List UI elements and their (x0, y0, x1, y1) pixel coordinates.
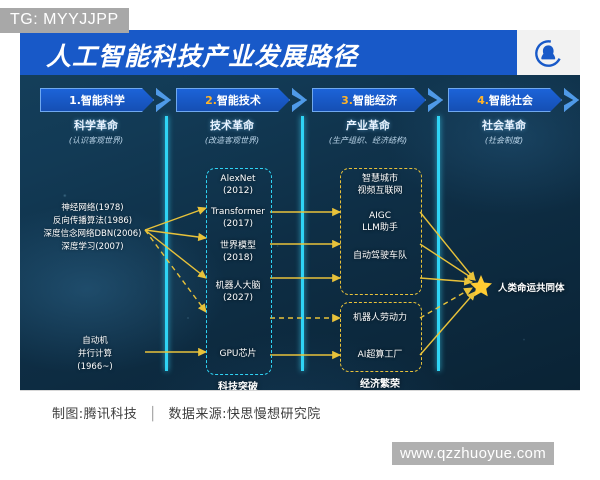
page-title: 人工智能科技产业发展路径 (46, 42, 359, 71)
column3-box-label: 经济繁荣 (360, 379, 400, 390)
revolution-caption-4: 社会革命 (社会制度) (434, 117, 574, 146)
c3-item-0-line1: 智慧城市 (361, 174, 398, 184)
stage-header-row: 1.智能科学 2.智能技术 3.智能经济 4.智能社会 (20, 88, 580, 112)
stage-chevron-4[interactable]: 4.智能社会 (448, 88, 562, 112)
c2-item-1-line1: Transformer (210, 207, 265, 217)
c1b-item-1: 并行计算 (77, 349, 112, 359)
revolution-caption-1: 科学革命 (认识客观世界) (26, 117, 166, 146)
stage-name-2: 智能技术 (216, 94, 261, 107)
revolution-caption-2: 技术革命 (改造客观世界) (162, 117, 302, 146)
stage-arrow-3 (428, 88, 443, 112)
revolution-title-2: 技术革命 (210, 119, 254, 132)
c3-item-1: AIGC LLM助手 (320, 210, 440, 234)
c1-item-0: 神经网络(1978) (61, 203, 124, 213)
c2-item-0-line1: AlexNet (220, 174, 256, 184)
brand-logo-plate (517, 30, 580, 75)
column-divider-1 (165, 116, 168, 371)
column1-top-group: 神经网络(1978) 反向传播算法(1986) 深度信念网络DBN(2006) … (25, 202, 160, 254)
c2-item-2-line1: 世界模型 (219, 241, 256, 251)
stage-name-3: 智能经济 (352, 94, 397, 107)
stage-arrow-1 (156, 88, 171, 112)
footer-credit: 制图:腾讯科技 (52, 406, 138, 422)
c1b-item-0: 自动机 (82, 336, 108, 346)
c2-item-2: 世界模型 (2018) (178, 240, 298, 264)
c3-item-0: 智慧城市 视频互联网 (320, 173, 440, 197)
c3-item-2: 自动驾驶车队 (320, 250, 440, 262)
tg-tag-overlay: TG: MYYJJPP (0, 8, 129, 33)
column-divider-3 (437, 116, 440, 371)
c1-item-3: 深度学习(2007) (61, 242, 124, 252)
poster-canvas: 人工智能科技产业发展路径 1.智能科学 2.智能技术 3.智能经济 (20, 30, 580, 390)
stage-name-4: 智能社会 (488, 94, 533, 107)
c3-item-1-line1: AIGC (368, 211, 392, 221)
c2-item-3-line1: 机器人大脑 (215, 281, 261, 291)
title-bar: 人工智能科技产业发展路径 (20, 30, 580, 75)
c1-item-1: 反向传播算法(1986) (52, 216, 133, 226)
column-divider-2 (301, 116, 304, 371)
stage-number-3: 3. (341, 94, 353, 107)
c2-item-4-line1: GPU芯片 (219, 349, 257, 359)
c3-item-0-line2: 视频互联网 (357, 186, 403, 196)
stage-chevron-3[interactable]: 3.智能经济 (312, 88, 426, 112)
c3-item-3: 机器人劳动力 (320, 312, 440, 324)
endpoint-label: 人类命运共同体 (498, 283, 565, 294)
c3-item-2-line1: 自动驾驶车队 (352, 251, 407, 261)
c2-item-0-line2: (2012) (223, 186, 253, 196)
c1b-item-2: (1966~) (77, 362, 113, 372)
c3-item-3-line1: 机器人劳动力 (352, 313, 407, 323)
footer-source: 数据来源:快思慢想研究院 (168, 406, 321, 422)
c3-item-4: AI超算工厂 (320, 349, 440, 361)
stage-number-4: 4. (477, 94, 489, 107)
stage-name-1: 智能科学 (80, 94, 125, 107)
c2-item-0: AlexNet (2012) (178, 173, 298, 197)
economy-box (340, 302, 422, 372)
c2-item-1: Transformer (2017) (178, 206, 298, 230)
c3-item-4-line1: AI超算工厂 (357, 350, 403, 360)
c1-item-2: 深度信念网络DBN(2006) (43, 229, 142, 239)
revolution-sub-1: (认识客观世界) (68, 136, 124, 145)
column1-bottom-group: 自动机 并行计算 (1966~) (40, 335, 150, 374)
tencent-qq-penguin-icon (535, 40, 562, 67)
c2-item-3-line2: (2027) (223, 293, 253, 303)
c2-item-2-line2: (2018) (223, 253, 253, 263)
revolution-title-1: 科学革命 (74, 119, 118, 132)
industry-box (340, 168, 422, 295)
stage-number-2: 2. (205, 94, 217, 107)
stage-chevron-1[interactable]: 1.智能科学 (40, 88, 154, 112)
footer-text: 制图:腾讯科技 │ 数据来源:快思慢想研究院 (52, 403, 321, 422)
c2-item-4: GPU芯片 (178, 348, 298, 360)
revolution-caption-3: 产业革命 (生产组织、经济结构) (298, 117, 438, 146)
revolution-sub-3: (生产组织、经济结构) (328, 136, 408, 145)
column2-box-label: 科技突破 (218, 382, 258, 390)
footer-bar: 制图:腾讯科技 │ 数据来源:快思慢想研究院 (20, 390, 580, 433)
c2-item-1-line2: (2017) (223, 219, 253, 229)
tech-breakthrough-box (206, 168, 272, 375)
watermark: www.qzzhuoyue.com (392, 442, 554, 465)
c3-item-1-line2: LLM助手 (362, 223, 398, 233)
revolution-title-4: 社会革命 (482, 119, 526, 132)
stage-chevron-2[interactable]: 2.智能技术 (176, 88, 290, 112)
revolution-title-3: 产业革命 (346, 119, 390, 132)
stage-arrow-2 (292, 88, 307, 112)
revolution-sub-4: (社会制度) (484, 136, 524, 145)
c2-item-3: 机器人大脑 (2027) (178, 280, 298, 304)
stage-number-1: 1. (69, 94, 81, 107)
revolution-sub-2: (改造客观世界) (204, 136, 260, 145)
footer-separator: │ (148, 406, 157, 422)
stage-arrow-4 (564, 88, 579, 112)
